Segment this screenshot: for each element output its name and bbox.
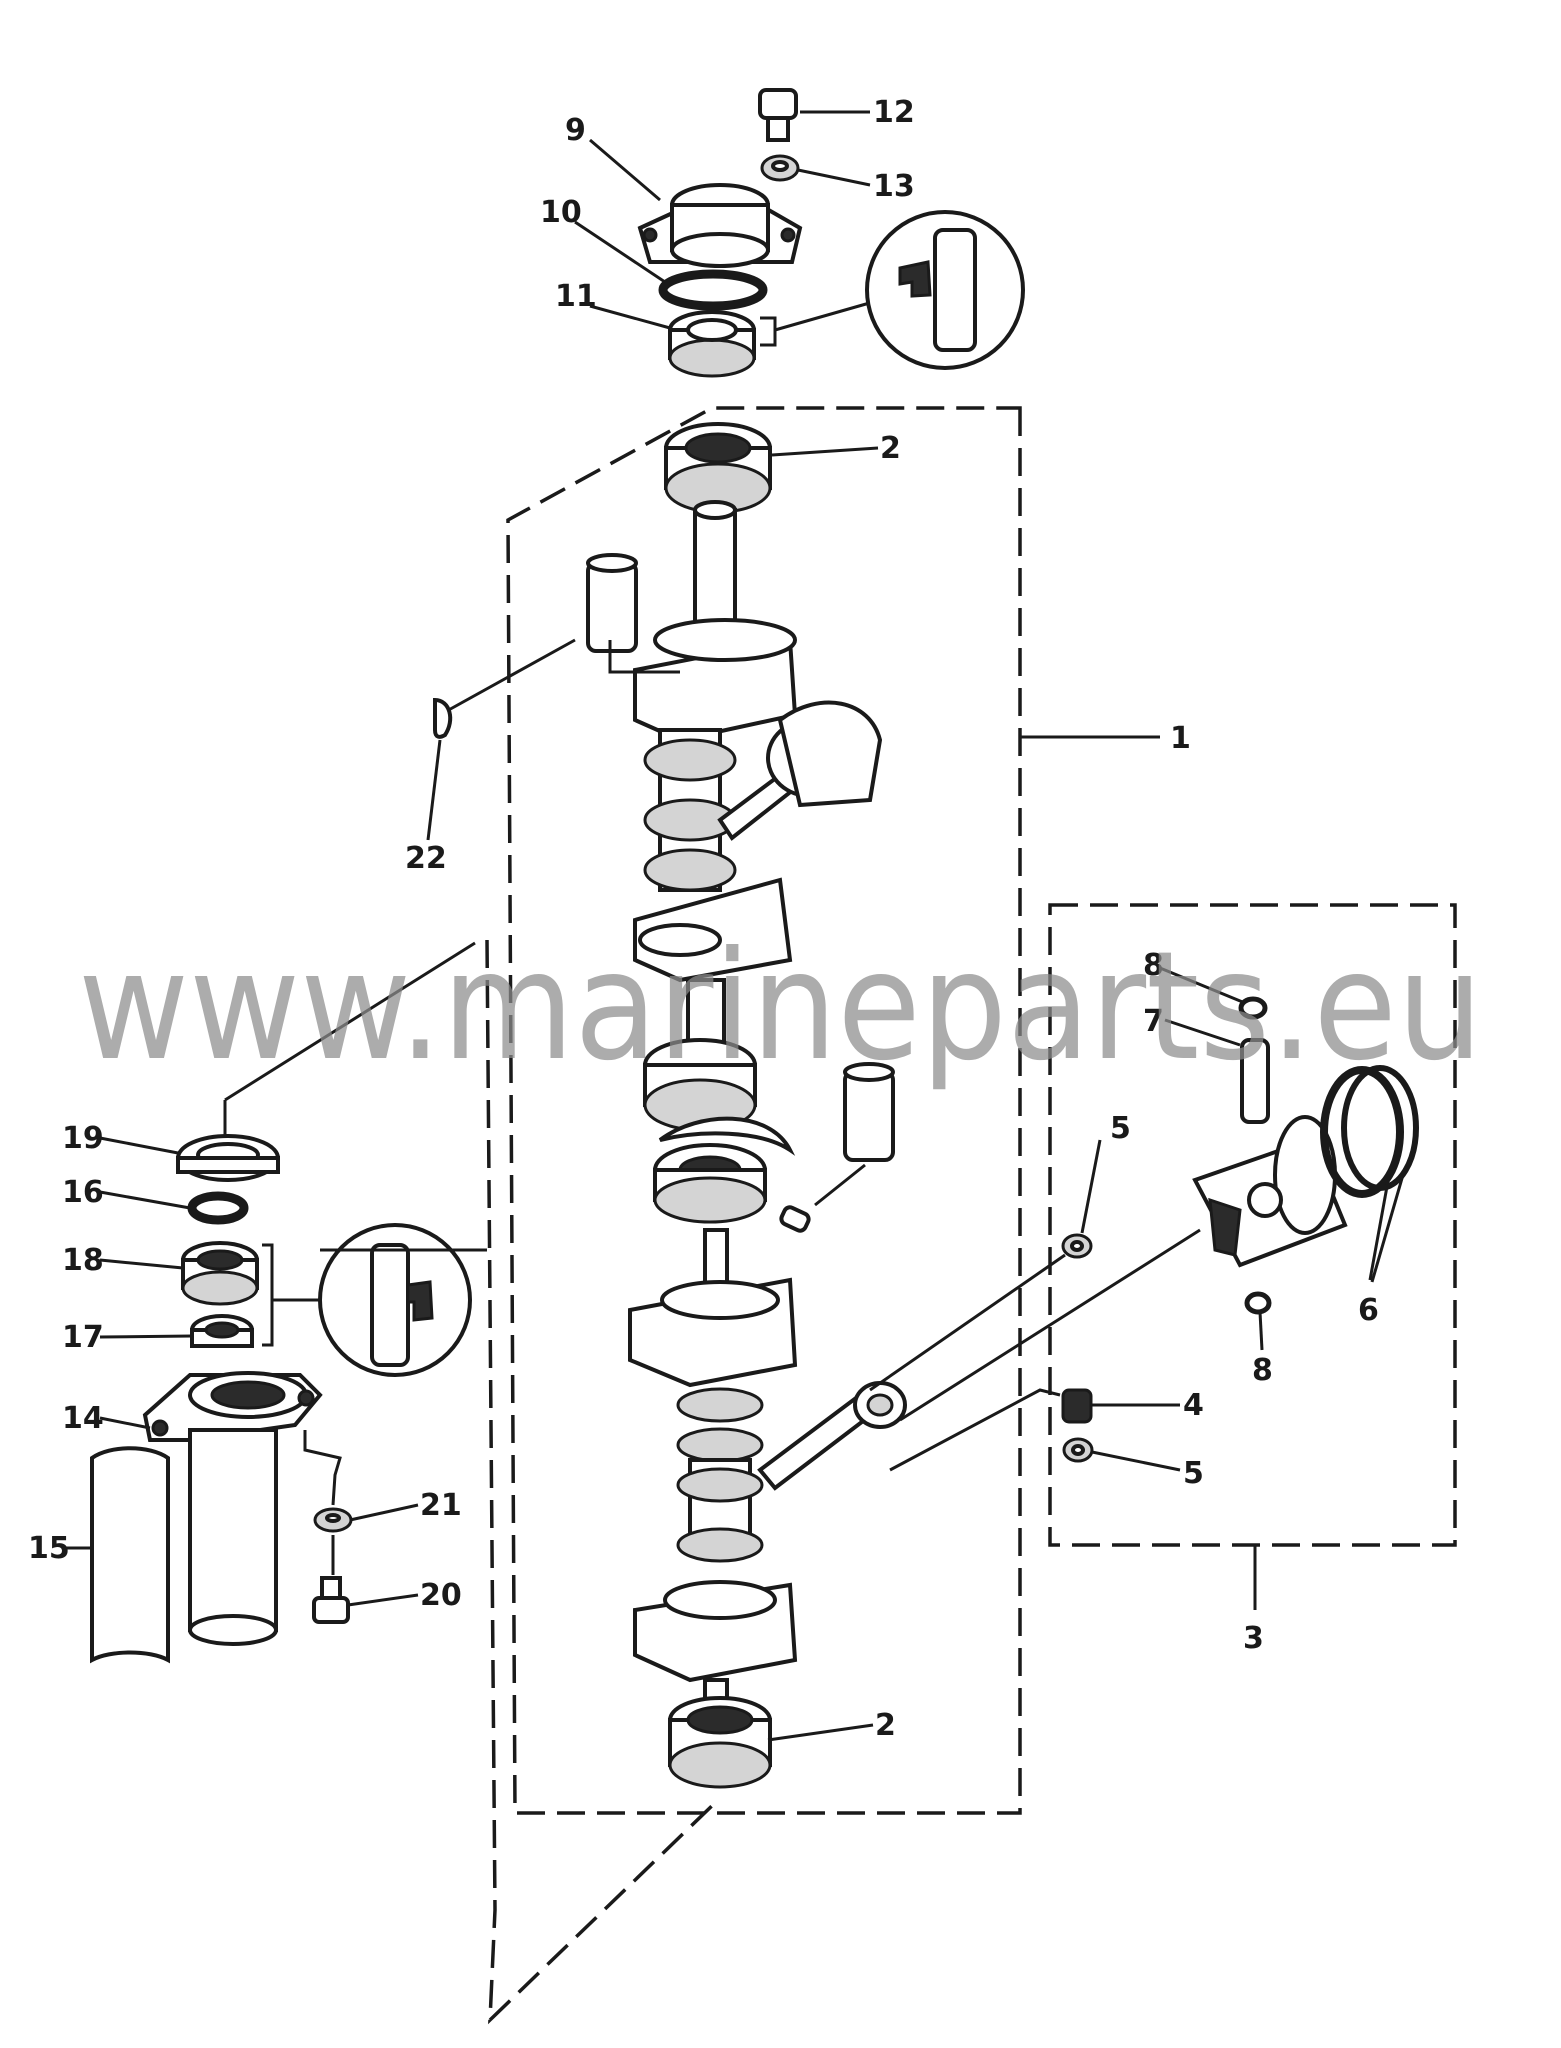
- callout-20: 20: [420, 1578, 462, 1613]
- retaining-ring-part-8-upper: [1238, 996, 1268, 1020]
- bearing-part-18: [181, 1241, 259, 1306]
- piston-pin-lower: [843, 1062, 895, 1162]
- callout-6: 6: [1358, 1293, 1379, 1328]
- lower-housing-boundary: [485, 939, 720, 2025]
- callout-9: 9: [565, 113, 586, 148]
- piston-part-3: [1192, 1115, 1348, 1268]
- callout-18: 18: [62, 1243, 104, 1278]
- crankshaft-part-1: [628, 500, 798, 1717]
- detail-inset-lower: [318, 1223, 472, 1377]
- tube-part-15: [90, 1446, 170, 1664]
- ball-bearing-part-2-lower: [668, 1696, 772, 1789]
- bearing-part-17: [190, 1314, 254, 1348]
- callout-10: 10: [540, 195, 582, 230]
- washer-part-21: [313, 1507, 353, 1533]
- connecting-rod-lower: [757, 1381, 907, 1491]
- callout-16: 16: [62, 1175, 104, 1210]
- bearing-housing-part-14: [142, 1371, 323, 1646]
- washer-part-5-lower: [1062, 1437, 1094, 1463]
- callout-14: 14: [62, 1401, 104, 1436]
- detail-inset-upper: [865, 210, 1025, 370]
- piston-ring-part-6: [1320, 1065, 1419, 1198]
- watermark-text: www.marineparts.eu: [78, 920, 1483, 1094]
- bearing-part-11: [668, 310, 756, 378]
- callout-2-upper: 2: [880, 431, 901, 466]
- screw-part-20: [312, 1576, 350, 1624]
- ball-bearing-part-2-upper: [664, 422, 772, 514]
- retaining-ring-part-8-lower: [1244, 1291, 1272, 1315]
- callout-5-upper: 5: [1110, 1111, 1131, 1146]
- callout-11: 11: [555, 279, 597, 314]
- piston-pin-upper: [586, 553, 638, 653]
- bolt-part-12: [758, 88, 798, 142]
- connecting-rod-upper: [717, 700, 883, 841]
- callout-4: 4: [1183, 1388, 1204, 1423]
- callout-22: 22: [405, 841, 447, 876]
- callout-21: 21: [420, 1488, 462, 1523]
- o-ring-part-16: [187, 1191, 249, 1225]
- washer-part-5-upper: [1061, 1233, 1093, 1259]
- callout-3: 3: [1243, 1621, 1264, 1656]
- retainer-part-22: [433, 697, 453, 739]
- needle-bearing-part-4: [1061, 1388, 1093, 1424]
- callout-13: 13: [873, 169, 915, 204]
- callout-7: 7: [1143, 1004, 1164, 1039]
- callout-17: 17: [62, 1320, 104, 1355]
- needle-roller: [779, 1205, 811, 1233]
- callout-19: 19: [62, 1121, 104, 1156]
- callout-8-upper: 8: [1143, 948, 1164, 983]
- crankshaft-assembly-boundary: [506, 406, 1022, 1815]
- piston-kit-boundary: [1048, 903, 1457, 1547]
- wrist-pin-part-7: [1240, 1038, 1270, 1124]
- callout-2-lower: 2: [875, 1708, 896, 1743]
- o-ring-part-10: [658, 269, 768, 311]
- end-cap-part-9: [637, 183, 803, 268]
- callout-5-lower: 5: [1183, 1456, 1204, 1491]
- callout-8-lower: 8: [1252, 1353, 1273, 1388]
- callout-12: 12: [873, 95, 915, 130]
- seal-part-19: [176, 1134, 280, 1182]
- callout-15: 15: [28, 1531, 70, 1566]
- callout-1: 1: [1170, 721, 1191, 756]
- washer-part-13: [760, 154, 800, 182]
